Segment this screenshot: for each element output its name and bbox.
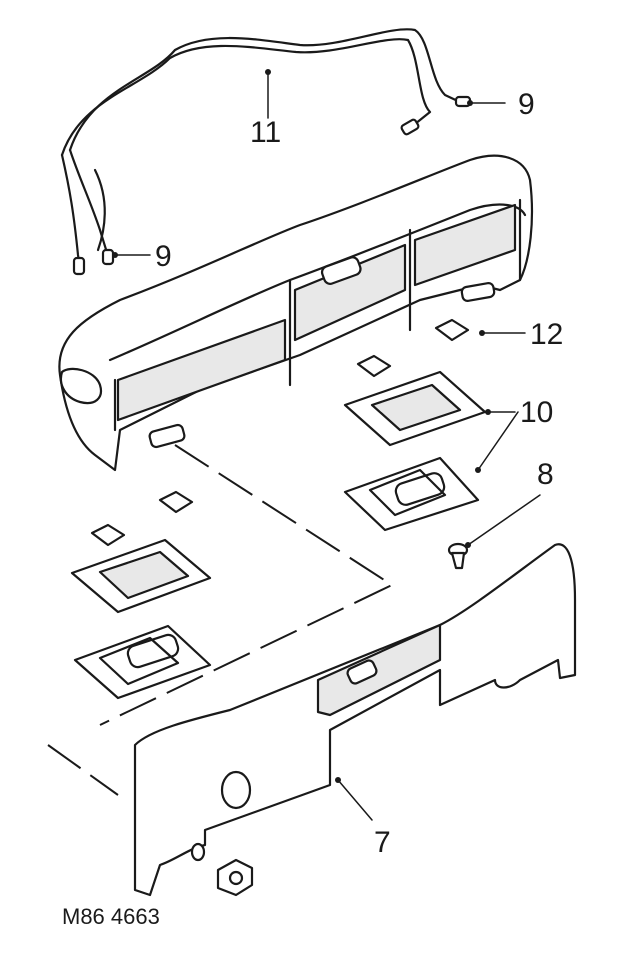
connector-right-b xyxy=(400,118,420,136)
lamp-assembly-right xyxy=(343,370,487,532)
spring-clips xyxy=(90,318,470,547)
stud-right xyxy=(460,282,496,302)
callout-8: 8 xyxy=(537,458,554,491)
screw xyxy=(447,542,469,570)
connector-left-b xyxy=(101,248,115,266)
lamp-assembly-left xyxy=(70,538,212,700)
callout-12: 12 xyxy=(530,318,564,351)
connector-left-a xyxy=(72,256,86,276)
leader-lines xyxy=(112,69,541,821)
drawing-reference-id: M86 4663 xyxy=(62,904,160,929)
callout-9-right: 9 xyxy=(518,88,535,121)
wiring-harness xyxy=(60,28,472,276)
alignment-lines xyxy=(47,444,395,796)
callout-11: 11 xyxy=(250,116,282,149)
callout-10: 10 xyxy=(520,396,554,429)
callout-7: 7 xyxy=(374,826,391,859)
callout-9-left: 9 xyxy=(155,240,172,273)
stud-left xyxy=(148,423,186,449)
console-housing xyxy=(58,154,534,472)
trim-panel xyxy=(133,543,577,897)
clip-12 xyxy=(434,318,470,342)
